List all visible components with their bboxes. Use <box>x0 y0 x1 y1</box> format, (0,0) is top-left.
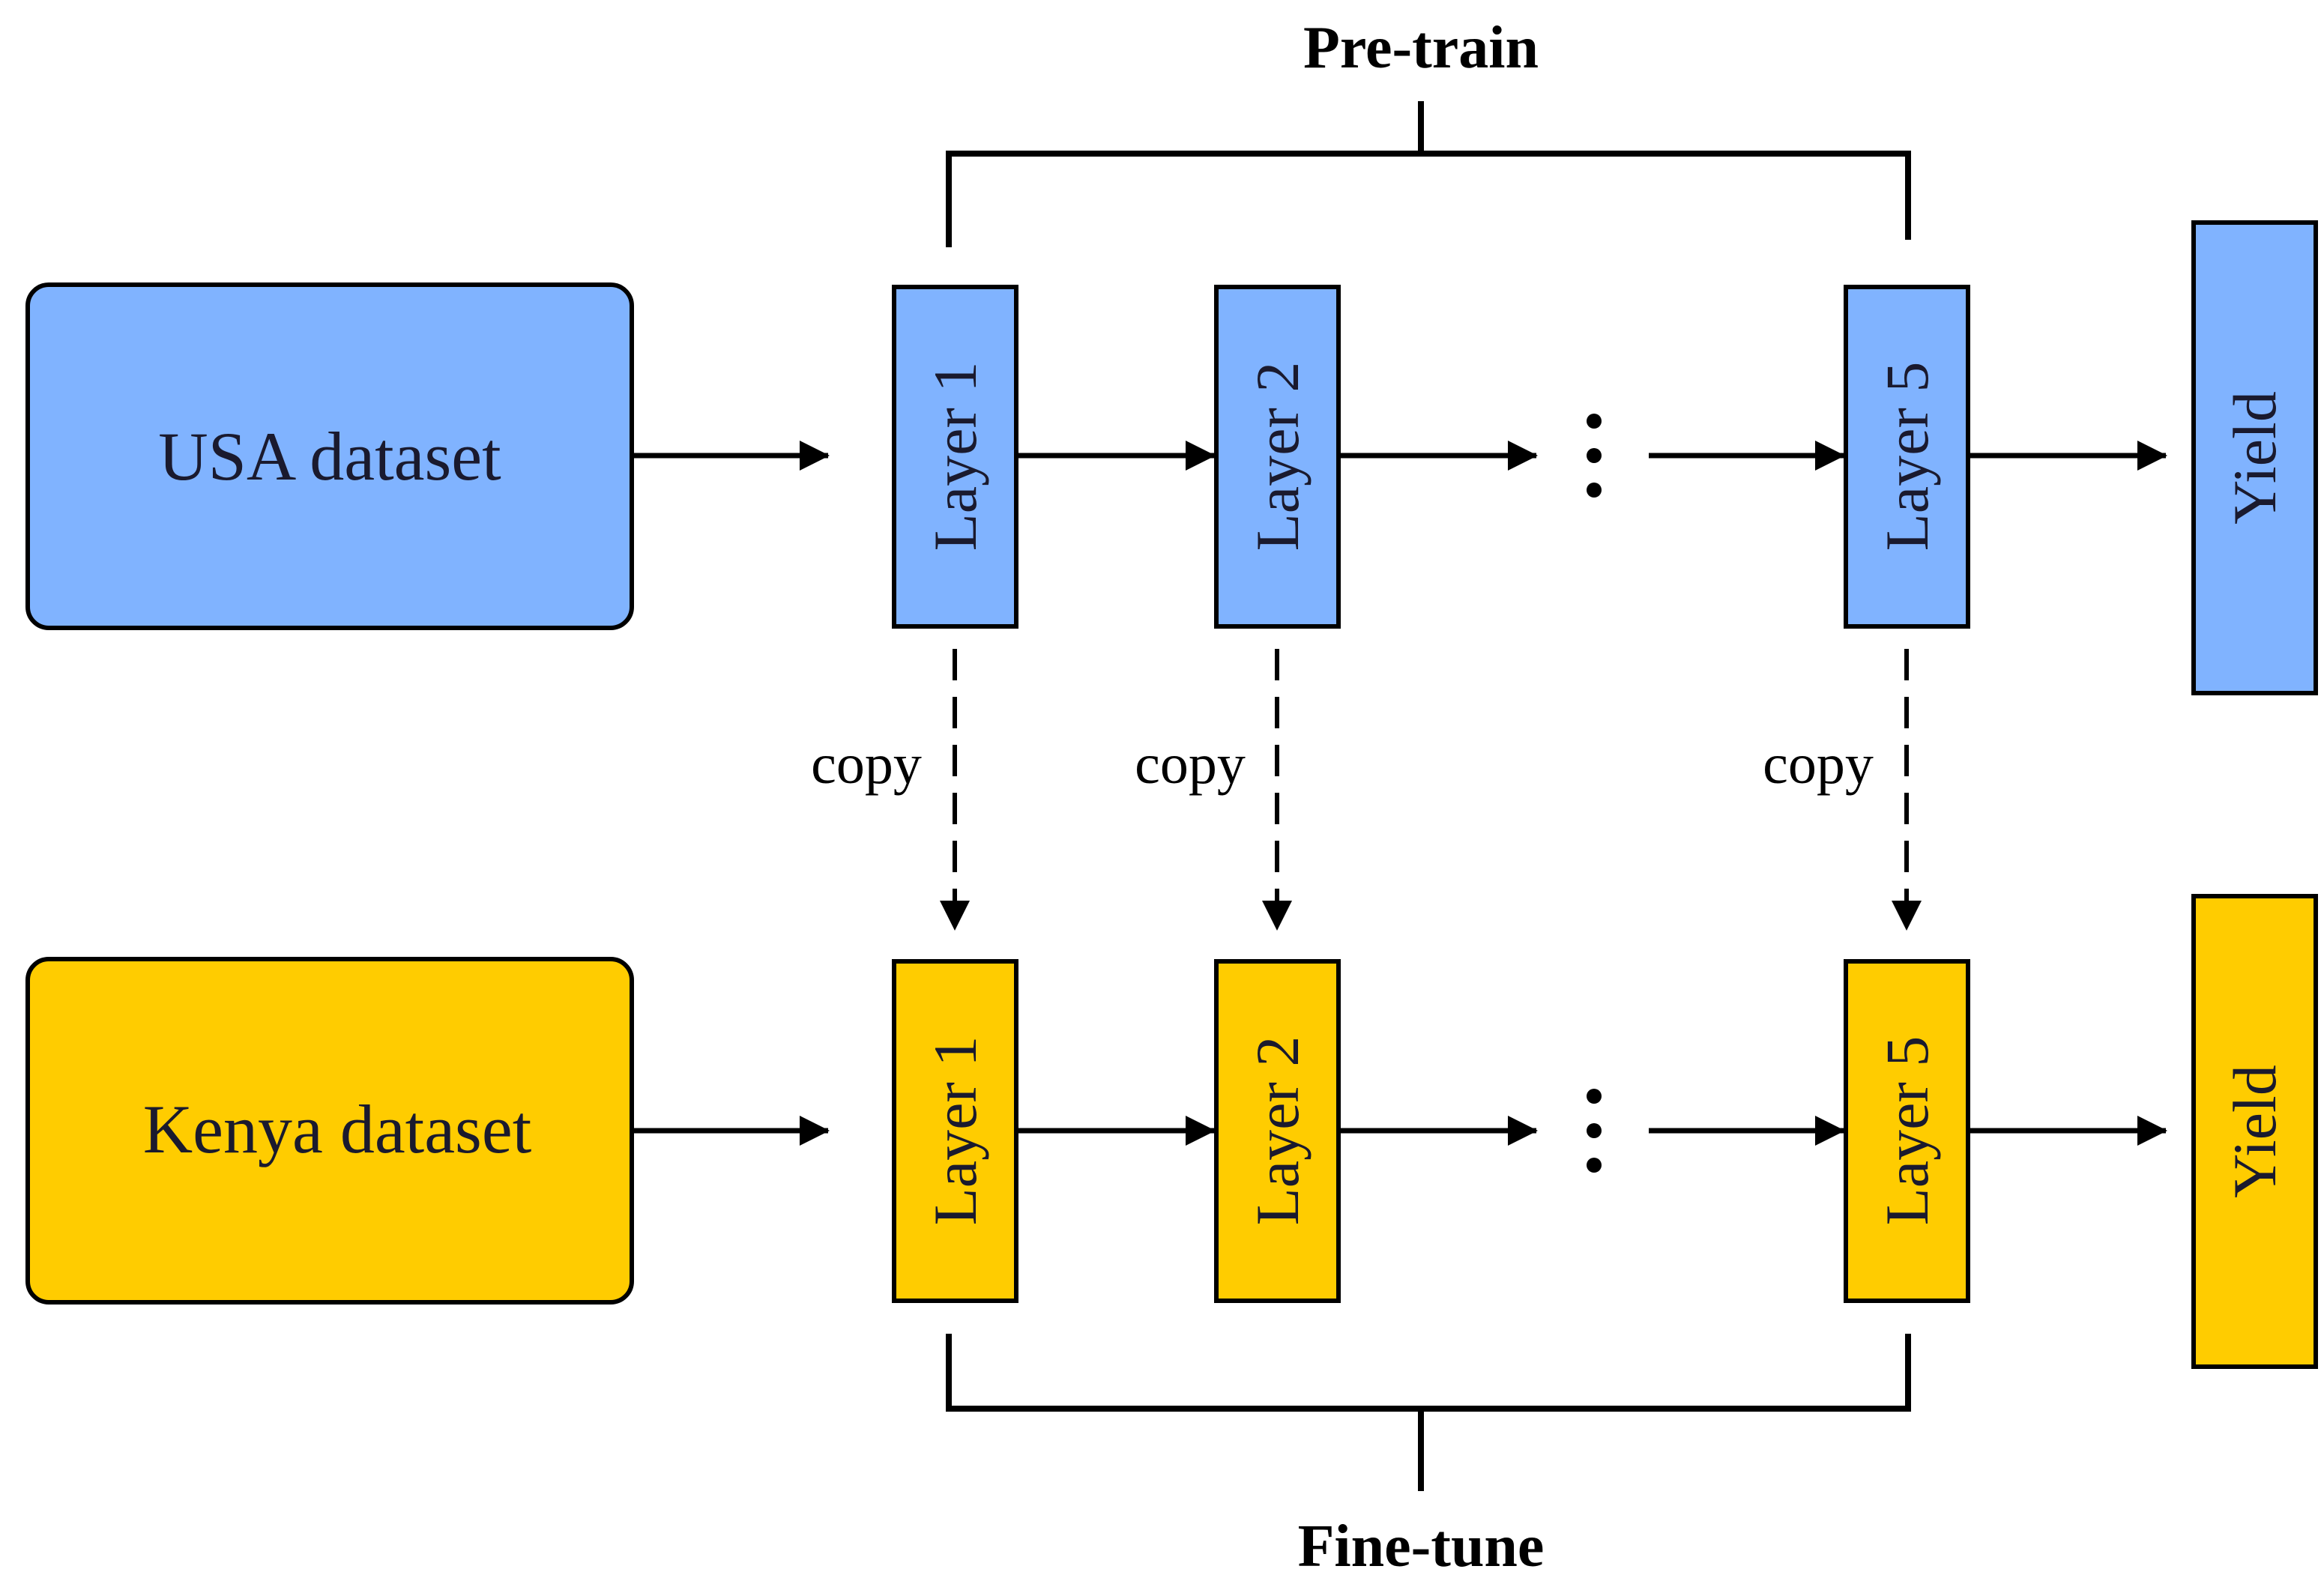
kenya-layer-2-label: Layer 2 <box>1243 1036 1312 1226</box>
kenya-layer-5: Layer 5 <box>1844 959 1970 1303</box>
usa-dataset-label: USA dataset <box>158 418 501 495</box>
kenya-yield-box: Yield <box>2191 894 2318 1369</box>
kenya-yield-label: Yield <box>2221 1065 2289 1198</box>
copy-label-1: copy <box>811 733 922 796</box>
copy-label-3: copy <box>1763 733 1874 796</box>
usa-ellipsis <box>1587 414 1602 498</box>
pretrain-label: Pre-train <box>1303 15 1539 81</box>
finetune-bracket <box>946 1334 1911 1491</box>
usa-layer-2: Layer 2 <box>1214 285 1341 629</box>
kenya-dataset-label: Kenya dataset <box>143 1091 532 1167</box>
kenya-layer-1: Layer 1 <box>892 959 1018 1303</box>
usa-yield-box: Yield <box>2191 220 2318 695</box>
usa-layer-1-label: Layer 1 <box>921 362 989 551</box>
pretrain-bracket <box>946 101 1911 247</box>
finetune-label: Fine-tune <box>1298 1514 1545 1578</box>
kenya-layer-1-label: Layer 1 <box>921 1036 989 1226</box>
kenya-layer-5-label: Layer 5 <box>1873 1036 1941 1226</box>
usa-yield-label: Yield <box>2221 391 2289 525</box>
kenya-layer-2: Layer 2 <box>1214 959 1341 1303</box>
usa-layer-2-label: Layer 2 <box>1243 362 1312 551</box>
usa-layer-1: Layer 1 <box>892 285 1018 629</box>
kenya-ellipsis <box>1587 1089 1602 1173</box>
copy-label-2: copy <box>1135 733 1246 796</box>
usa-layer-5: Layer 5 <box>1844 285 1970 629</box>
usa-layer-5-label: Layer 5 <box>1873 362 1941 551</box>
